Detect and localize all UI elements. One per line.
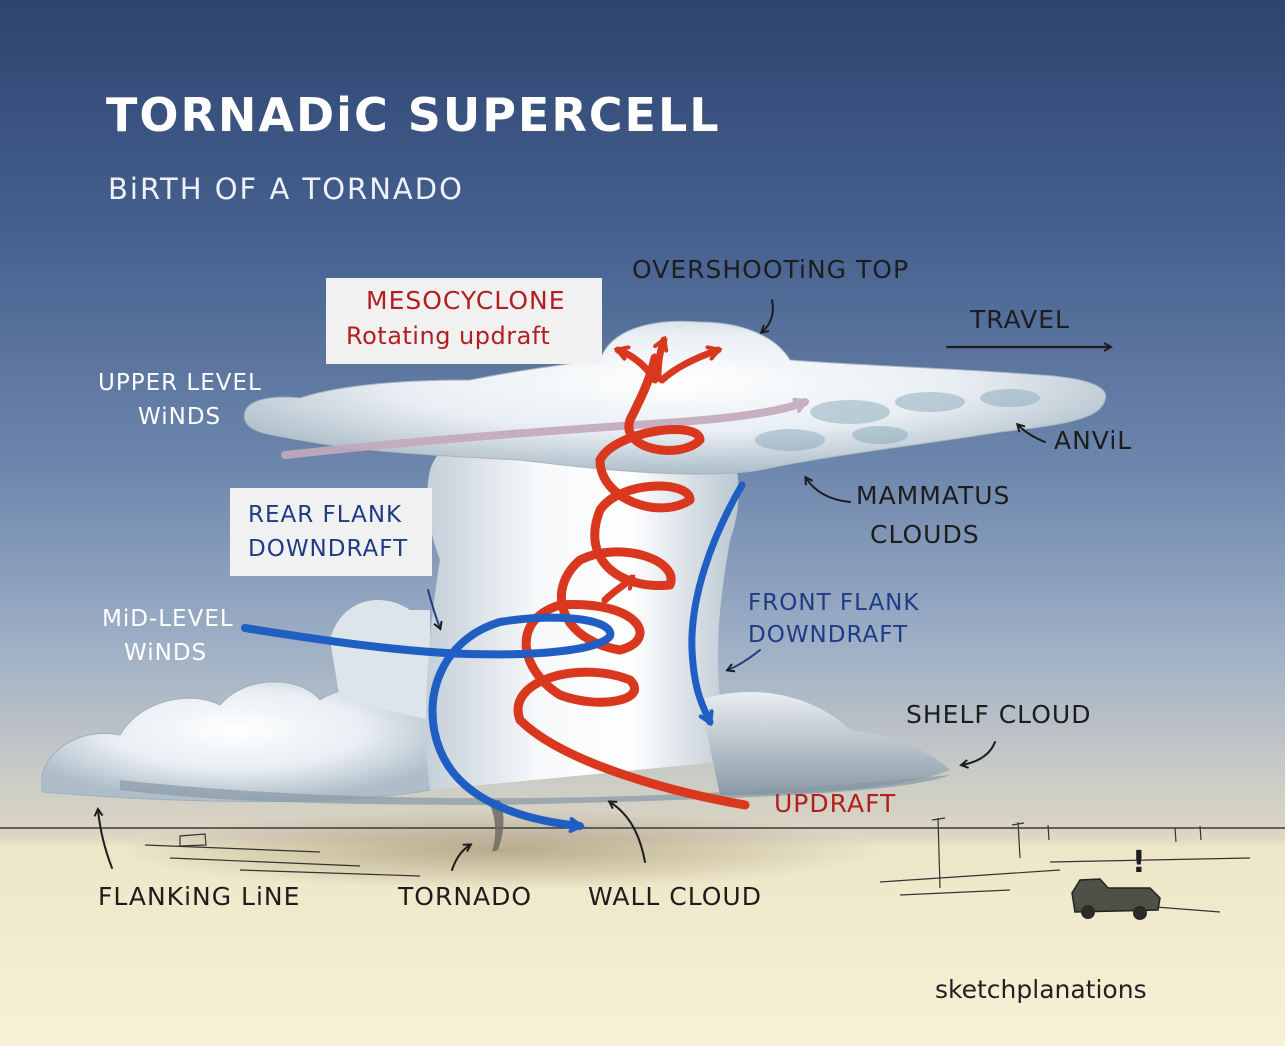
anvil-label: ANViL [1054,426,1133,455]
upper-level-winds-label-2: WiNDS [138,404,222,430]
overshooting-red-arrows [613,335,723,384]
rear-flank-downdraft-label: DOWNDRAFT [248,536,409,562]
exclamation-mark: ! [1132,845,1146,880]
rotating-updraft-label: Rotating updraft [346,322,551,350]
upper-level-winds-label: UPPER LEVEL [98,370,262,396]
rear-flank-label-box: REAR FLANK DOWNDRAFT [230,488,432,576]
front-flank-downdraft-arrow [688,481,746,727]
overshooting-top-label: OVERSHOOTiNG TOP [632,255,910,284]
diagram-title: TORNADiC SUPERCELL [106,88,721,142]
mesocyclone-label-box: MESOCYCLONE Rotating updraft [326,278,602,364]
front-flank-label: FRONT FLANK [748,590,920,616]
updraft-label: UPDRAFT [774,789,897,818]
mid-level-winds-label-2: WiNDS [124,640,208,666]
pickup-truck [1071,878,1161,920]
mammatus-label: MAMMATUS [856,481,1011,510]
supercell-cloud [41,320,1107,852]
mammatus-clouds-label: CLOUDS [870,520,980,549]
ground-scene: ! [0,810,1285,920]
mesocyclone-label: MESOCYCLONE [366,286,566,315]
mid-level-winds-arrow [241,613,615,834]
flanking-line-label: FLANKiNG LiNE [98,882,301,911]
label-pointers [98,299,1110,871]
travel-label: TRAVEL [970,305,1070,334]
mid-level-winds-label: MiD-LEVEL [102,606,234,632]
wall-cloud-label: WALL CLOUD [588,882,762,911]
front-flank-downdraft-label: DOWNDRAFT [748,622,909,648]
updraft-spiral-arrow [513,353,750,810]
diagram-subtitle: BiRTH OF A TORNADO [108,172,464,206]
tornado-label: TORNADO [398,882,533,911]
tornado-funnel [488,800,504,852]
shelf-cloud-label: SHELF CLOUD [906,700,1092,729]
updraft-inner-arrow [601,574,636,604]
sketchplanations-credit: sketchplanations [935,975,1147,1004]
rear-flank-label: REAR FLANK [248,502,403,528]
